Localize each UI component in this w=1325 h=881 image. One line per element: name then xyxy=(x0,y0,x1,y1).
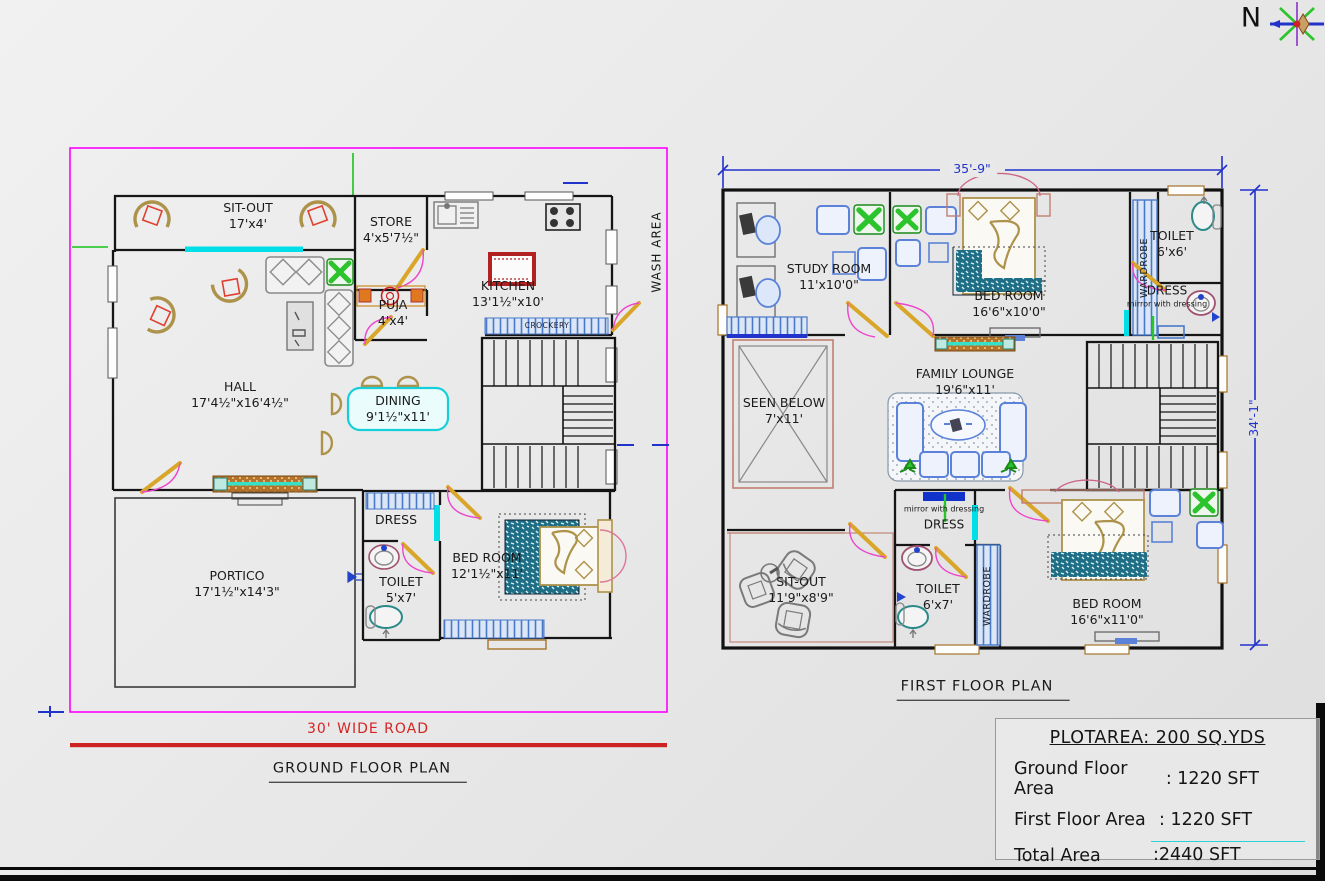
dress-top-icons xyxy=(1151,316,1185,340)
seen-below-void xyxy=(732,339,834,489)
ground-toilet-fittings xyxy=(347,492,435,638)
blue-tick-marks xyxy=(38,182,669,717)
dress-bottom-icons xyxy=(923,492,965,522)
study-furniture xyxy=(726,202,887,338)
plot-boundary xyxy=(69,147,668,713)
plant-icon xyxy=(853,204,885,235)
portico-outline xyxy=(114,497,356,688)
window-front xyxy=(185,246,303,252)
area-row-ground: Ground Floor Area : 1220 SFT xyxy=(996,759,1319,799)
ground-bedroom-furniture xyxy=(443,513,627,650)
lounge-threshold xyxy=(934,336,1016,352)
tv-unit xyxy=(286,301,314,351)
frame-bottom-line xyxy=(0,867,1325,870)
area-table: PLOTAREA: 200 SQ.YDS Ground Floor Area :… xyxy=(995,718,1320,870)
area-row-label: First Floor Area xyxy=(1014,810,1146,830)
dining-set xyxy=(320,375,450,456)
road-line xyxy=(70,743,667,748)
wardrobe-bottom xyxy=(976,544,1001,646)
window-dress xyxy=(434,505,440,541)
window-dress-first xyxy=(972,505,978,540)
lounge-furniture xyxy=(887,392,1027,482)
plant-icon xyxy=(326,258,354,286)
area-row-total: Total Area :2440 SFT xyxy=(996,841,1319,870)
window-wardrobe-first xyxy=(1124,310,1129,336)
area-row-first: First Floor Area : 1220 SFT xyxy=(996,810,1319,830)
bedroom-top-furniture xyxy=(892,172,1051,341)
dress-top-note: mirror with dressing xyxy=(1126,299,1208,309)
plant-icon xyxy=(892,205,922,234)
ground-doors xyxy=(140,248,641,575)
plant-icon xyxy=(1189,488,1219,517)
sitout-first-chairs xyxy=(739,550,816,639)
dimension-lines xyxy=(717,156,1268,651)
window-symbols-ground xyxy=(107,191,618,485)
first-doors xyxy=(846,301,1050,579)
first-floor-plan xyxy=(717,156,1268,655)
ground-floor-title: GROUND FLOOR PLAN xyxy=(268,760,468,783)
toilet-top-fittings xyxy=(1131,195,1222,322)
road-label: 30' WIDE ROAD xyxy=(306,721,430,738)
room-label-dress-g: DRESS xyxy=(374,512,418,527)
room-label-dress-bottom: DRESS xyxy=(923,517,965,532)
area-row-value: :2440 SFT xyxy=(1151,841,1305,870)
puja-shelf xyxy=(356,285,426,307)
first-floor-title: FIRST FLOOR PLAN xyxy=(896,678,1070,701)
room-label-wash-area: WASH AREA xyxy=(649,211,664,293)
ground-floor-plan xyxy=(38,147,669,748)
area-row-label: Ground Floor Area xyxy=(1014,759,1128,799)
area-row-value: : 1220 SFT xyxy=(1165,769,1259,789)
area-row-value: : 1220 SFT xyxy=(1159,810,1253,830)
construction-lines xyxy=(72,153,354,248)
window-symbols-first xyxy=(717,185,1228,655)
dress-bottom-note: mirror with dressing xyxy=(903,504,985,514)
plot-area-title: PLOTAREA: 200 SQ.YDS xyxy=(1049,728,1266,748)
north-label: N xyxy=(1240,2,1262,34)
staircase-ground xyxy=(480,336,617,492)
entry-threshold xyxy=(212,475,318,506)
dim-height-label: 34'-1" xyxy=(1246,399,1261,437)
dim-width-label: 35'-9" xyxy=(947,161,997,177)
room-label-dress-top: DRESS xyxy=(1146,283,1188,298)
frame-bottom-bar xyxy=(0,875,1325,881)
wardrobe-bottom-label: WARDROBE xyxy=(981,566,993,626)
north-compass-icon xyxy=(1270,2,1324,46)
crockery-shelf xyxy=(484,317,609,335)
crockery-label: CROCKERY xyxy=(524,321,570,331)
bedroom-bottom-furniture xyxy=(1021,479,1224,644)
wardrobe-top-label: WARDROBE xyxy=(1138,238,1150,298)
sitout-border xyxy=(729,532,894,643)
toilet-bottom-fittings xyxy=(895,545,933,638)
staircase-first xyxy=(1085,340,1220,492)
frame-right-bar xyxy=(1316,703,1325,875)
area-row-label: Total Area xyxy=(1014,845,1101,866)
hall-furniture xyxy=(133,200,354,367)
kitchen-fittings xyxy=(433,201,609,335)
